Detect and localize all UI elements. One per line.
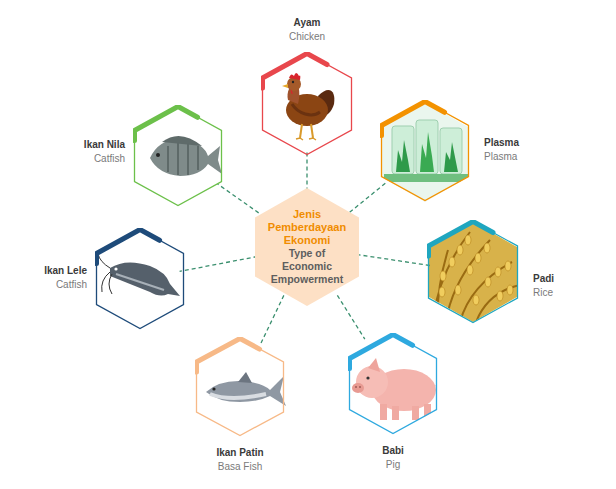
basa-fish-picture — [206, 372, 286, 406]
label-heading: Padi — [533, 272, 554, 286]
category-label: Ikan NilaCatfish — [84, 138, 125, 166]
dashed-connector — [350, 253, 433, 265]
hexagon-outline — [195, 337, 285, 437]
category-hexagon: Ikan PatinBasa Fish — [195, 337, 285, 437]
category-label: BabiPig — [328, 444, 458, 472]
rice-picture — [427, 220, 521, 324]
category-hexagon: PlasmaPlasma — [380, 100, 470, 202]
label-heading: Plasma — [484, 136, 519, 150]
chicken-picture — [282, 73, 334, 140]
label-heading: Babi — [328, 444, 458, 458]
category-hexagon: Ikan LeleCatfish — [95, 228, 185, 330]
label-subtext: Chicken — [241, 30, 373, 44]
hexagon-outline — [348, 333, 438, 435]
hexagon-outline — [133, 105, 223, 207]
category-label: PadiRice — [533, 272, 554, 300]
hexagon-outline — [95, 228, 185, 330]
dashed-connector — [261, 295, 284, 343]
hexagon-outline — [380, 100, 470, 202]
dashed-connector — [180, 255, 265, 271]
tilapia-picture — [150, 136, 222, 176]
hexagon-outline — [427, 220, 519, 324]
category-hexagon: Ikan NilaCatfish — [133, 105, 223, 207]
label-heading: Ikan Nila — [84, 138, 125, 152]
category-hexagon: BabiPig — [348, 333, 438, 435]
center-text: Jenis Pemberdayaan EkonomiType of Econom… — [265, 188, 349, 306]
plasma-picture — [380, 100, 472, 204]
label-subtext: Catfish — [84, 152, 125, 166]
category-label: Ikan LeleCatfish — [44, 264, 87, 292]
dashed-connector — [350, 183, 386, 212]
center-title: Jenis Pemberdayaan Ekonomi — [265, 208, 349, 247]
label-subtext: Pig — [328, 458, 458, 472]
label-heading: Ikan Lele — [44, 264, 87, 278]
dashed-connector — [218, 184, 265, 217]
label-heading: Ikan Patin — [175, 446, 305, 460]
label-subtext: Catfish — [44, 278, 87, 292]
catfish-picture — [98, 254, 180, 296]
center-subtitle: Type of Economic Empowerment — [265, 247, 349, 286]
category-label: Ikan PatinBasa Fish — [175, 446, 305, 474]
dashed-connector — [337, 295, 364, 339]
label-subtext: Basa Fish — [175, 460, 305, 474]
category-hexagon: PadiRice — [427, 220, 519, 324]
pig-picture — [352, 358, 441, 420]
label-heading: Ayam — [241, 16, 373, 30]
category-label: PlasmaPlasma — [484, 136, 519, 164]
hexagon-outline — [261, 52, 353, 156]
category-label: AyamChicken — [241, 16, 373, 44]
category-hexagon: AyamChicken — [261, 52, 353, 156]
label-subtext: Rice — [533, 286, 554, 300]
label-subtext: Plasma — [484, 150, 519, 164]
center-hexagon: Jenis Pemberdayaan EkonomiType of Econom… — [255, 188, 359, 306]
